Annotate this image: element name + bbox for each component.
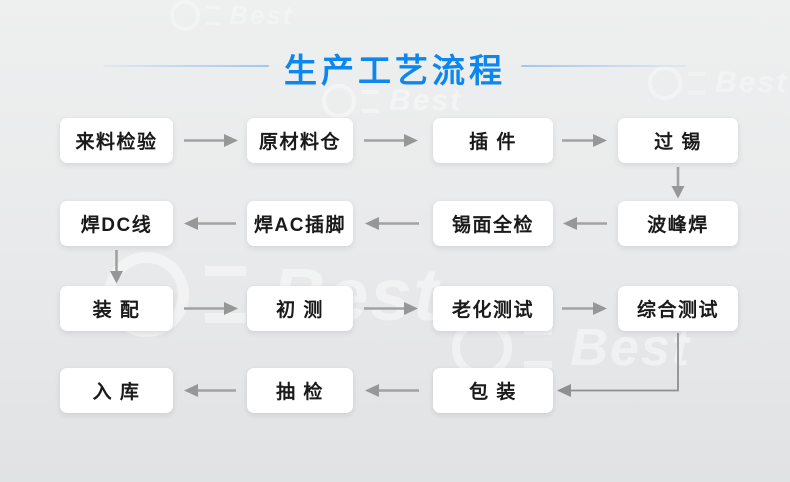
- flow-step-sampling-inspection: 抽 检: [247, 368, 353, 413]
- flow-step-comprehensive-test: 综合测试: [618, 286, 738, 331]
- flow-step-label: 综合测试: [636, 300, 719, 321]
- flow-step-label: 抽 检: [276, 382, 324, 403]
- flow-step-label: 包 装: [469, 382, 517, 403]
- flow-step-label: 焊AC插脚: [254, 215, 346, 236]
- flow-step-warehousing: 入 库: [60, 368, 173, 413]
- flow-step-tinning: 过 锡: [618, 118, 738, 163]
- flow-step-label: 焊DC线: [80, 215, 153, 236]
- flow-step-label: 入 库: [92, 382, 141, 403]
- arrow-right-icon: [184, 134, 238, 147]
- arrow-right-icon: [562, 134, 607, 147]
- arrow-down-icon: [110, 250, 123, 284]
- arrow-left-icon: [184, 384, 236, 397]
- flow-step-solder-surface-full-inspection: 锡面全检: [433, 201, 553, 246]
- watermark-logo-icon: [523, 328, 553, 369]
- watermark: Best: [170, 0, 294, 31]
- flow-step-label: 原材料仓: [258, 132, 341, 153]
- arrow-down-icon: [671, 167, 685, 199]
- flow-step-label: 老化测试: [451, 300, 534, 321]
- arrow-left-icon: [184, 217, 236, 230]
- flow-step-label: 插 件: [469, 132, 517, 153]
- flow-step-solder-dc-wire: 焊DC线: [60, 201, 173, 246]
- flow-step-label: 锡面全检: [451, 215, 534, 236]
- arrow-left-icon: [563, 217, 607, 230]
- arrow-right-icon: [562, 302, 607, 315]
- elbow-connector-icon: [557, 333, 679, 397]
- arrow-left-icon: [365, 384, 419, 397]
- flow-step-assembly: 装 配: [60, 286, 173, 331]
- title-divider-left: [103, 65, 269, 67]
- flow-step-label: 波峰焊: [647, 215, 709, 236]
- flow-step-aging-test: 老化测试: [433, 286, 553, 331]
- watermark-logo-icon: [205, 6, 221, 25]
- flow-step-raw-material-warehouse: 原材料仓: [247, 118, 353, 163]
- flow-step-label: 来料检验: [75, 132, 158, 153]
- flow-step-label: 装 配: [92, 300, 141, 321]
- flow-step-label: 过 锡: [654, 132, 702, 153]
- arrow-right-icon: [364, 302, 418, 315]
- flow-step-initial-test: 初 测: [247, 286, 353, 331]
- arrow-left-icon: [365, 217, 419, 230]
- arrow-right-icon: [364, 134, 418, 147]
- flow-step-packaging: 包 装: [433, 368, 553, 413]
- flow-step-component-insertion: 插 件: [433, 118, 553, 163]
- flow-step-wave-soldering: 波峰焊: [618, 201, 738, 246]
- watermark-logo-icon: [170, 0, 201, 31]
- watermark-logo-icon: [205, 266, 246, 323]
- flow-step-solder-ac-pins: 焊AC插脚: [247, 201, 353, 246]
- flow-step-label: 初 测: [276, 300, 324, 321]
- watermark-logo-icon: [362, 89, 379, 113]
- page-title: 生产工艺流程: [284, 52, 506, 89]
- arrow-right-icon: [184, 302, 238, 315]
- title-divider-right: [521, 65, 687, 67]
- flow-step-incoming-inspection: 来料检验: [60, 118, 173, 163]
